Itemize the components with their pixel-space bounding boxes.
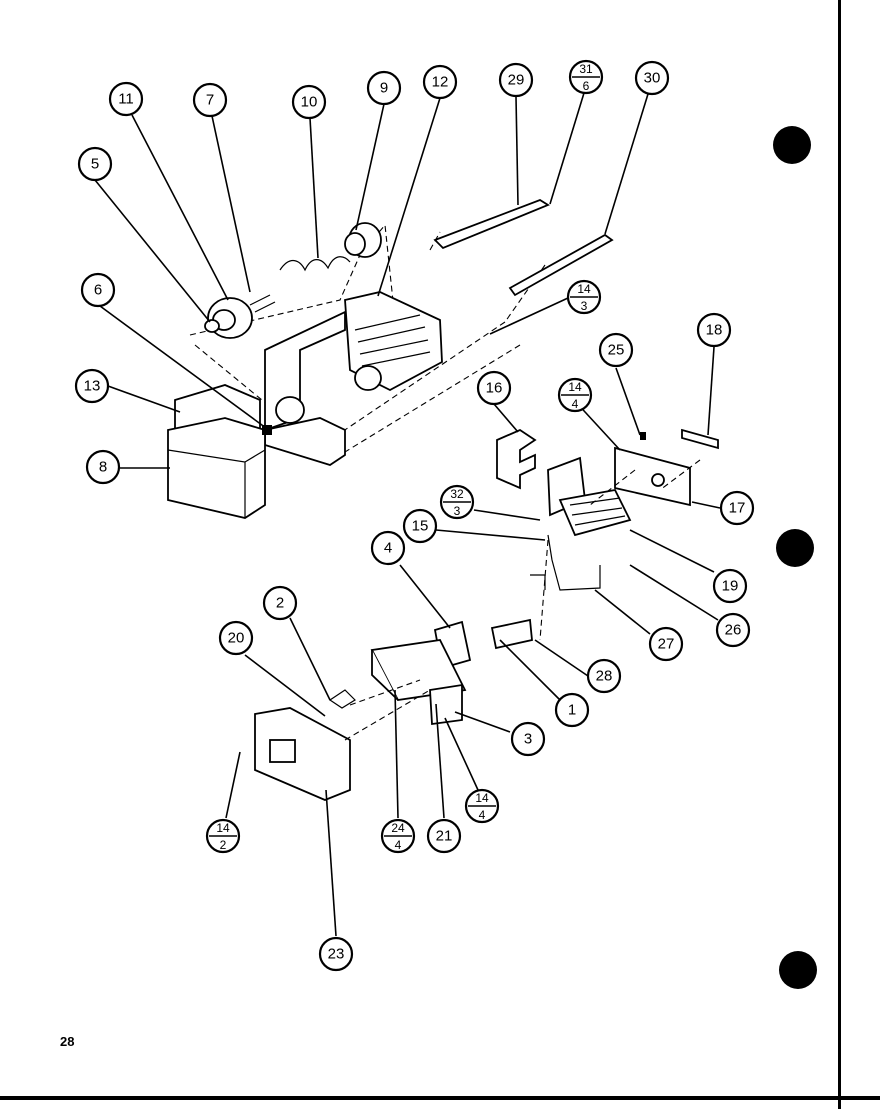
callout-28: 28	[586, 658, 622, 694]
callout-25: 25	[598, 332, 634, 368]
callout-label: 16	[486, 380, 503, 397]
callout-label: 20	[228, 630, 245, 647]
callout-23: 23	[318, 936, 354, 972]
callout-fraction-bottom: 4	[479, 808, 486, 822]
callout-fraction-top: 31	[579, 62, 593, 76]
registration-dot	[779, 951, 817, 989]
callout-fraction-24-4: 24 4	[380, 818, 416, 854]
callout-label: 13	[84, 378, 101, 395]
callout-label: 5	[91, 156, 99, 173]
callout-6: 6	[80, 272, 116, 308]
callout-5: 5	[77, 146, 113, 182]
callout-21: 21	[426, 818, 462, 854]
callout-label: 18	[706, 322, 723, 339]
callout-fraction-top: 14	[216, 821, 230, 835]
control-box-drawing	[254, 620, 472, 801]
callout-fraction-32-3: 32 3	[439, 484, 475, 520]
callout-fraction-top: 14	[475, 791, 489, 805]
callout-fraction-top: 14	[568, 380, 582, 394]
callout-fraction-14-4-lower: 14 4	[464, 788, 500, 824]
upper-assembly-drawing	[167, 198, 614, 519]
callout-label: 3	[524, 731, 532, 748]
callout-fraction-top: 14	[577, 282, 591, 296]
callout-12: 12	[422, 64, 458, 100]
callout-label: 7	[206, 92, 214, 109]
callout-label: 25	[608, 342, 625, 359]
callout-30: 30	[634, 60, 670, 96]
registration-dot	[773, 126, 811, 164]
icemaker-assembly-drawing	[490, 428, 719, 650]
callout-label: 29	[508, 72, 525, 89]
callout-label: 21	[436, 828, 453, 845]
callout-label: 15	[412, 518, 429, 535]
callout-label: 8	[99, 459, 107, 476]
callout-8: 8	[85, 449, 121, 485]
callout-label: 11	[118, 91, 134, 108]
callout-fraction-top: 24	[391, 821, 405, 835]
callout-fraction-bottom: 4	[572, 397, 579, 411]
callout-fraction-bottom: 3	[581, 299, 588, 313]
callout-label: 4	[384, 540, 392, 557]
callout-fraction-14-3: 14 3	[566, 279, 602, 315]
callout-label: 6	[94, 282, 102, 299]
callout-label: 28	[596, 668, 613, 685]
callout-fraction-bottom: 3	[454, 504, 461, 518]
callout-2: 2	[262, 585, 298, 621]
callout-label: 30	[644, 70, 661, 87]
callout-label: 17	[729, 500, 746, 517]
callout-17: 17	[719, 490, 755, 526]
callout-9: 9	[366, 70, 402, 106]
callout-fraction-bottom: 2	[220, 838, 227, 852]
callout-label: 26	[725, 622, 742, 639]
callout-fraction-bottom: 4	[395, 838, 402, 852]
callout-label: 27	[658, 636, 675, 653]
callout-27: 27	[648, 626, 684, 662]
callout-19: 19	[712, 568, 748, 604]
callout-15: 15	[402, 508, 438, 544]
callout-16: 16	[476, 370, 512, 406]
callout-label: 19	[722, 578, 739, 595]
callout-7: 7	[192, 82, 228, 118]
callout-11: 11	[108, 81, 144, 117]
callout-fraction-31-6: 31 6	[568, 59, 604, 95]
page-number: 28	[60, 1034, 75, 1049]
callout-13: 13	[74, 368, 110, 404]
scan-edge-right	[838, 0, 841, 1109]
callout-label: 23	[328, 946, 345, 963]
leader-lines	[94, 92, 721, 937]
callout-20: 20	[218, 620, 254, 656]
callout-fraction-top: 32	[450, 487, 464, 501]
scan-edge-bottom	[0, 1096, 880, 1100]
callout-4: 4	[370, 530, 406, 566]
callout-label: 9	[380, 80, 388, 97]
callout-1: 1	[554, 692, 590, 728]
callout-label: 12	[432, 74, 449, 91]
callout-label: 1	[568, 702, 576, 719]
callout-3: 3	[510, 721, 546, 757]
callout-fraction-14-2: 14 2	[205, 818, 241, 854]
callout-18: 18	[696, 312, 732, 348]
callout-29: 29	[498, 62, 534, 98]
callout-label: 2	[276, 595, 284, 612]
callout-label: 10	[301, 94, 318, 111]
callout-fraction-bottom: 6	[583, 79, 590, 93]
callout-fraction-14-4-upper: 14 4	[557, 377, 593, 413]
registration-dot	[776, 529, 814, 567]
callout-10: 10	[291, 84, 327, 120]
callout-26: 26	[715, 612, 751, 648]
